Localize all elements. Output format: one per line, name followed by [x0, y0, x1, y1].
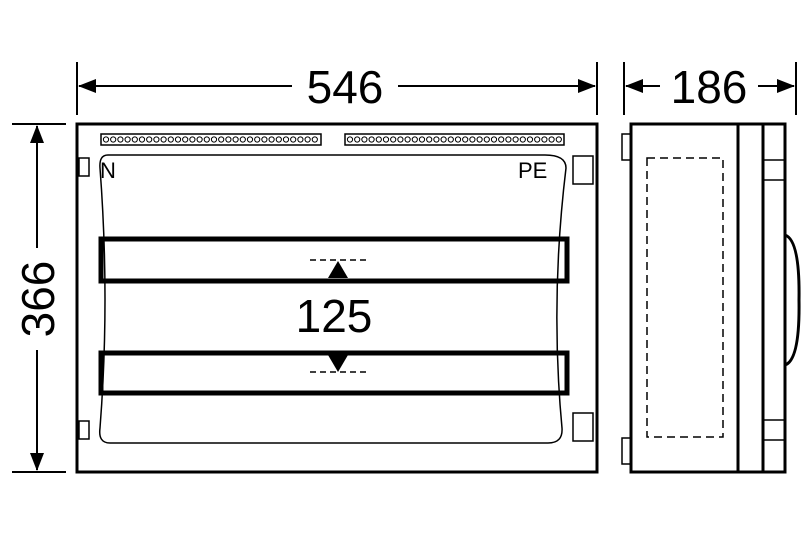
terminal-hole [124, 136, 131, 143]
terminal-hole [534, 136, 541, 143]
din-rail-lower [98, 350, 570, 396]
side-handle [784, 233, 801, 367]
terminal-hole [282, 136, 290, 143]
terminal-hole [268, 136, 275, 143]
clip-bottom-right [572, 412, 594, 442]
rail-arrow-down [328, 355, 348, 372]
rail-spacing-dimension: 125 [296, 259, 373, 373]
side-enclosure-outline [629, 122, 787, 474]
inner-cover-outline [98, 154, 567, 444]
side-tab-top [621, 133, 632, 161]
terminal-hole [160, 136, 167, 143]
terminal-hole [346, 136, 354, 143]
terminal-hole [397, 136, 404, 143]
clip-top-left [78, 157, 90, 177]
height-value: 366 [12, 261, 64, 338]
width-value: 546 [307, 61, 384, 113]
clip-top-right [572, 155, 594, 185]
terminal-hole [390, 136, 397, 143]
terminal-hole [304, 136, 311, 143]
terminal-hole [182, 136, 189, 143]
side-view [621, 122, 801, 474]
terminal-hole [261, 136, 268, 143]
terminal-hole [153, 136, 160, 143]
terminal-hole [505, 136, 512, 143]
terminal-holes-pe [346, 136, 562, 143]
width-dimension: 546 [76, 61, 598, 115]
terminal-hole [117, 136, 124, 143]
rail-spacing-value: 125 [296, 290, 373, 342]
terminal-hole [418, 136, 426, 143]
terminal-hole [167, 136, 174, 143]
terminal-hole [512, 136, 519, 143]
terminal-hole [368, 136, 375, 143]
terminal-hole [498, 136, 505, 143]
terminal-hole [541, 136, 548, 143]
terminal-hole [375, 136, 382, 143]
terminal-hole [548, 136, 555, 143]
terminal-hole [483, 136, 490, 143]
terminal-hole [476, 136, 483, 143]
clip-bottom-left [78, 420, 90, 440]
terminal-hole [297, 136, 304, 143]
terminal-hole [239, 136, 246, 143]
terminal-hole [440, 136, 447, 143]
pe-label: PE [518, 158, 547, 183]
depth-value: 186 [671, 61, 748, 113]
terminal-hole [203, 136, 210, 143]
neutral-label: N [100, 158, 116, 183]
terminal-hole [225, 136, 232, 143]
terminal-holes-n [102, 136, 318, 143]
terminal-hole [232, 136, 239, 143]
terminal-hole [210, 136, 218, 143]
terminal-hole [382, 136, 390, 143]
terminal-hole [218, 136, 225, 143]
terminal-hole [275, 136, 282, 143]
terminal-hole [490, 136, 498, 143]
side-inner-dashed-outline [646, 157, 724, 438]
terminal-hole [290, 136, 297, 143]
terminal-hole [254, 136, 261, 143]
terminal-hole [411, 136, 418, 143]
din-rail-upper [98, 236, 570, 284]
terminal-hole [404, 136, 411, 143]
terminal-hole [196, 136, 203, 143]
terminal-hole [138, 136, 146, 143]
side-tab-bottom [621, 437, 632, 465]
terminal-hole [462, 136, 469, 143]
terminal-hole [131, 136, 138, 143]
terminal-hole [311, 136, 318, 143]
terminal-hole [447, 136, 454, 143]
terminal-hole [555, 136, 562, 143]
terminal-hole [146, 136, 153, 143]
terminal-hole [361, 136, 368, 143]
terminal-hole [526, 136, 534, 143]
terminal-hole [433, 136, 440, 143]
terminal-hole [454, 136, 462, 143]
terminal-hole [519, 136, 526, 143]
terminal-hole [174, 136, 182, 143]
terminal-hole [354, 136, 361, 143]
terminal-hole [426, 136, 433, 143]
depth-dimension: 186 [623, 61, 797, 115]
terminal-hole [469, 136, 476, 143]
terminal-hole [102, 136, 110, 143]
terminal-strip-n [100, 133, 322, 146]
rail-arrow-up [328, 261, 348, 278]
front-enclosure-outline [75, 122, 599, 474]
terminal-strip-pe [344, 133, 565, 146]
height-dimension: 366 [12, 123, 66, 473]
terminal-hole [189, 136, 196, 143]
terminal-hole [110, 136, 117, 143]
terminal-hole [246, 136, 254, 143]
front-view: N PE 125 [75, 122, 599, 474]
